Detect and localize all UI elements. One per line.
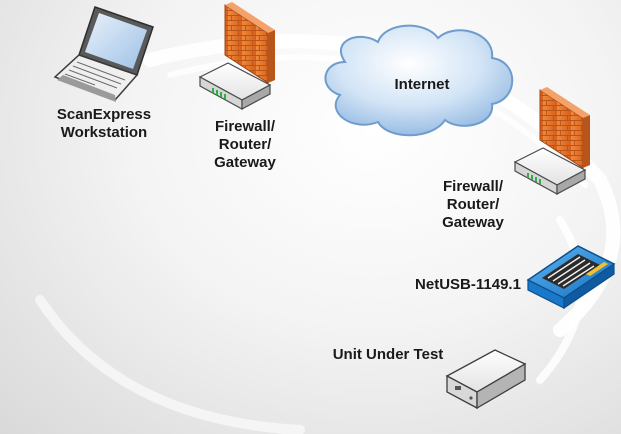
firewall-left-label-line1: Firewall/ bbox=[214, 118, 276, 135]
internet-cloud-icon bbox=[324, 24, 514, 137]
firewall-left-icon bbox=[198, 2, 275, 111]
internet-label: Internet bbox=[380, 76, 464, 94]
netusb-device-icon bbox=[526, 245, 616, 310]
firewall-left-label-line3: Gateway bbox=[214, 154, 276, 171]
firewall-left-label-line2: Router/ bbox=[218, 136, 272, 153]
firewall-right-label-line3: Gateway bbox=[442, 214, 504, 231]
uut-label-text: Unit Under Test bbox=[332, 346, 444, 363]
laptop-icon bbox=[53, 6, 154, 102]
workstation-label-line1: ScanExpress bbox=[56, 106, 152, 123]
firewall-right-label: Firewall/ Router/ Gateway bbox=[428, 178, 518, 232]
firewall-right-label-line2: Router/ bbox=[446, 196, 500, 213]
firewall-right-icon bbox=[513, 87, 590, 196]
uut-label: Unit Under Test bbox=[318, 346, 458, 364]
workstation-label-line2: Workstation bbox=[60, 124, 148, 141]
unit-under-test-icon bbox=[445, 349, 527, 410]
firewall-left-label: Firewall/ Router/ Gateway bbox=[200, 118, 290, 172]
netusb-label: NetUSB-1149.1 bbox=[408, 276, 528, 294]
workstation-label: ScanExpress Workstation bbox=[44, 106, 164, 142]
background-swoosh bbox=[35, 34, 621, 434]
internet-label-text: Internet bbox=[394, 76, 450, 93]
netusb-label-text: NetUSB-1149.1 bbox=[415, 276, 521, 293]
firewall-right-label-line1: Firewall/ bbox=[442, 178, 504, 195]
